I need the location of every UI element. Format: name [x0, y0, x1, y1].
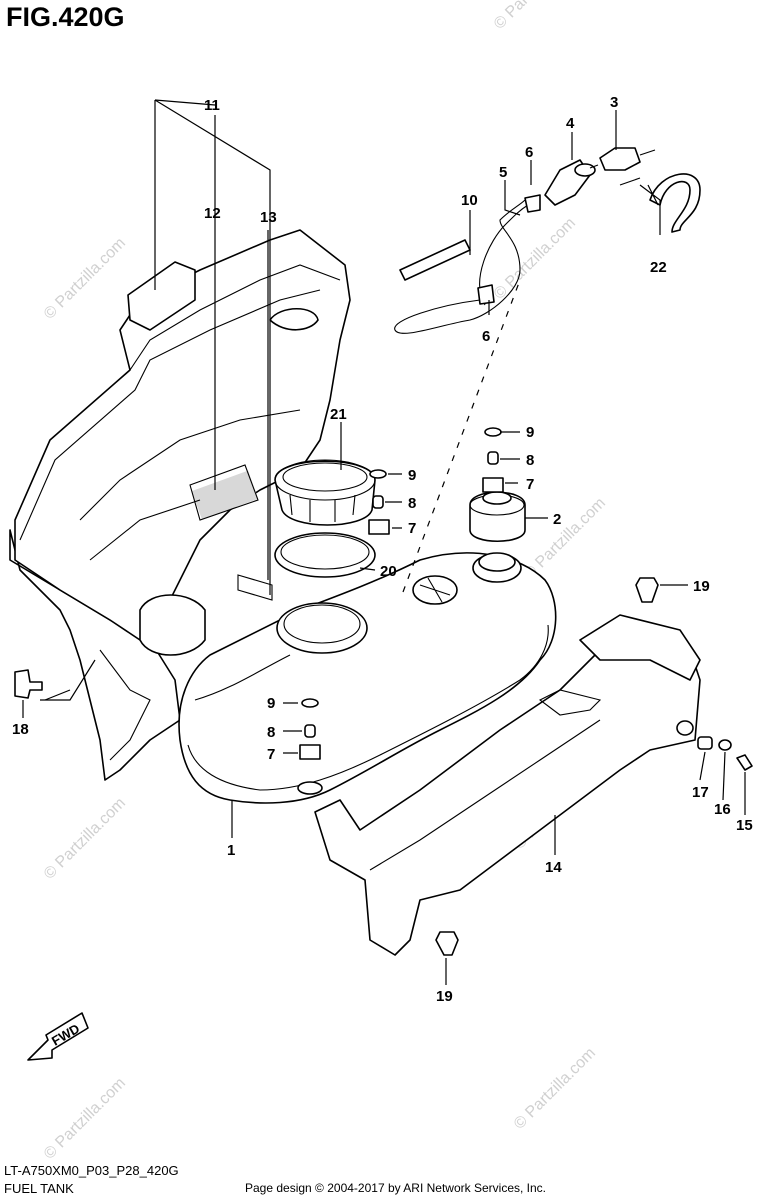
- callout-6: 6: [525, 144, 533, 161]
- callout-8: 8: [408, 495, 416, 512]
- watermark: © Partzilla.com: [41, 235, 129, 323]
- callout-19: 19: [693, 578, 710, 595]
- figure-title: FIG.420G: [6, 2, 125, 32]
- watermark: © Partzilla.com: [41, 795, 129, 883]
- callout-14: 14: [545, 859, 562, 876]
- callout-19: 19: [436, 988, 453, 1005]
- callout-4: 4: [566, 115, 575, 132]
- grommet-set-middle: [368, 469, 390, 535]
- fuel-cap-part: [469, 491, 526, 543]
- callout-16: 16: [714, 801, 731, 818]
- breather-hose-parts: [394, 147, 701, 334]
- callout-9: 9: [267, 695, 275, 712]
- callout-1: 1: [227, 842, 235, 859]
- callout-11: 11: [204, 97, 220, 114]
- callout-21: 21: [330, 406, 347, 423]
- callout-5: 5: [499, 164, 507, 181]
- callout-8: 8: [526, 452, 534, 469]
- fuel-tank-part: [178, 552, 557, 804]
- callout-15: 15: [736, 817, 753, 834]
- callout-3: 3: [610, 94, 618, 111]
- callout-17: 17: [692, 784, 709, 801]
- watermark: © Partzilla.com: [41, 1075, 129, 1163]
- callout-12: 12: [204, 205, 221, 222]
- side-cover-part: [314, 614, 701, 956]
- callout-9: 9: [408, 467, 416, 484]
- page-design-credit: Page design © 2004-2017 by ARI Network S…: [245, 1181, 547, 1195]
- callout-7: 7: [526, 476, 534, 493]
- callout-8: 8: [267, 724, 275, 741]
- retainer-rings: [274, 459, 376, 578]
- callout-9: 9: [526, 424, 534, 441]
- callout-labels: 11 12 13 10 5 6 4 3 22 6 21 9 8 7 9 8 7 …: [12, 94, 753, 1005]
- figure-name: FUEL TANK: [4, 1181, 74, 1196]
- grommet-set-top: [482, 427, 504, 493]
- fwd-arrow: FWD: [27, 1012, 89, 1061]
- left-frame-part: [9, 229, 351, 781]
- figure-code: LT-A750XM0_P03_P28_420G: [4, 1163, 179, 1178]
- watermark: © Partzilla.com: [491, 215, 579, 303]
- leader-lines: [22, 99, 746, 985]
- callout-7: 7: [267, 746, 275, 763]
- grommet-set-lower: [299, 698, 321, 760]
- watermark: © Partzilla.com: [521, 495, 609, 583]
- callout-7: 7: [408, 520, 416, 537]
- watermark: © Partzilla.com: [491, 0, 579, 33]
- callout-20: 20: [380, 563, 397, 580]
- callout-13: 13: [260, 209, 277, 226]
- callout-2: 2: [553, 511, 561, 528]
- callout-6: 6: [482, 328, 490, 345]
- callout-22: 22: [650, 259, 667, 276]
- watermark: © Partzilla.com: [511, 1045, 599, 1133]
- fasteners: [14, 577, 753, 956]
- callout-10: 10: [461, 192, 478, 209]
- callout-18: 18: [12, 721, 29, 738]
